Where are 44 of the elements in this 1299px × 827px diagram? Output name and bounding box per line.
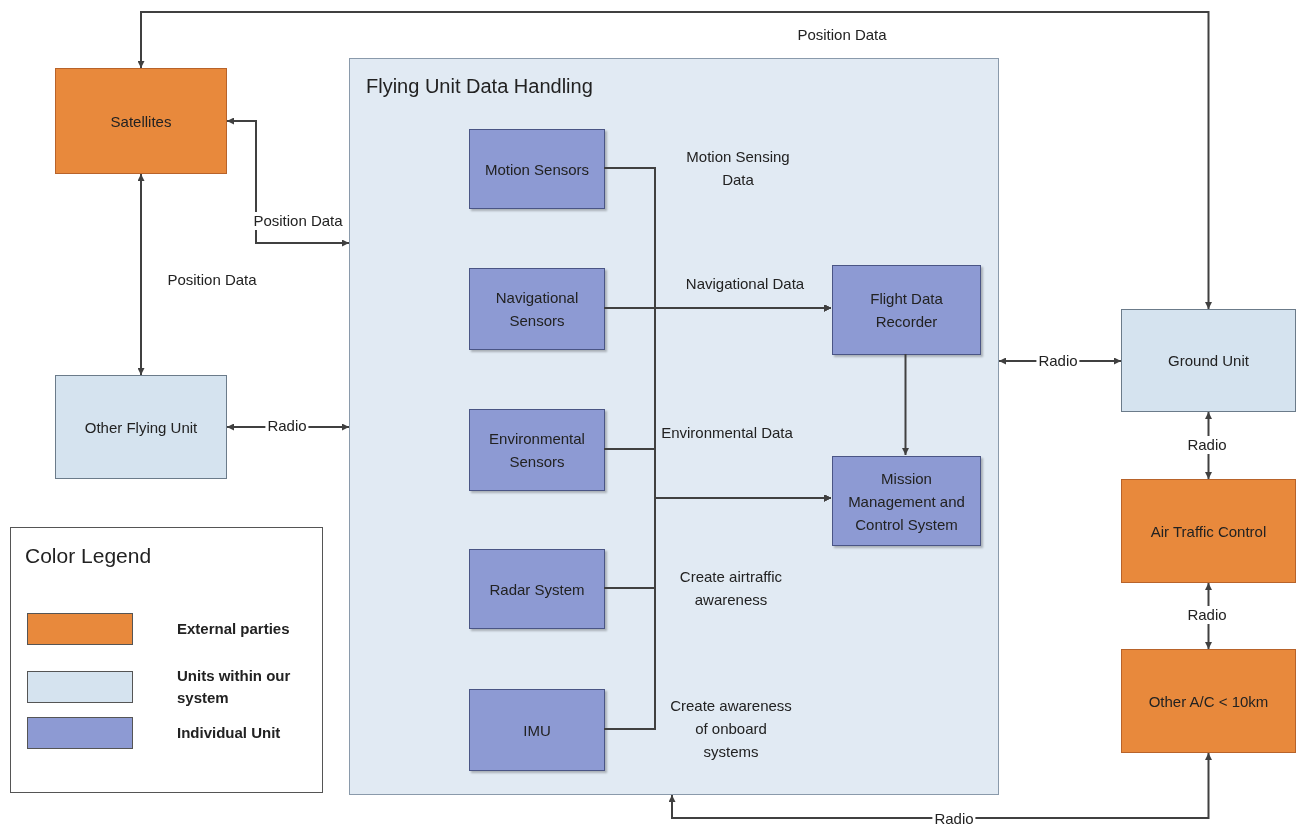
group-panel [349,58,999,795]
process-box [1121,649,1296,753]
connector-arrow [137,173,145,376]
legend-text: External parties [177,619,291,639]
legend-text: Individual Unit [177,723,282,743]
node-label: Motion Sensors [483,159,591,180]
connector-arrow [902,353,909,456]
edge-label: Radio [932,810,976,827]
flow-note: Motion Sensing Data [685,147,791,190]
node-label: Environmental Sensors [488,429,586,472]
node-label: Other A/C < 10km [1147,691,1270,712]
process-box [1121,309,1296,412]
legend-text: Units within our system [177,666,292,708]
node-label: Navigational Sensors [494,288,580,331]
node-label: Mission Management and Control System [847,468,966,535]
process-box [469,129,605,209]
node-label: Satellites [109,111,173,132]
node-label: Radar System [488,579,586,600]
process-box [832,265,981,355]
connector-arrow [137,11,1212,310]
process-box [469,549,605,629]
flow-note: Create awareness of onboard systems [669,695,793,762]
process-box [1121,479,1296,583]
process-box [469,409,605,491]
legend-title: Color Legend [25,543,152,569]
connector-arrow [668,752,1212,819]
flow-note: Environmental Data [660,422,794,443]
node-label: Flight Data Recorder [869,289,944,332]
edge-label: Position Data [251,212,345,230]
node-label: Other Flying Unit [83,417,199,438]
node-label: Air Traffic Control [1149,521,1268,542]
edge-label: Radio [1185,436,1229,454]
process-box [55,375,227,479]
panel-title: Flying Unit Data Handling [366,74,593,99]
process-box [469,689,605,771]
edge-label: Radio [1185,606,1229,624]
node-label: IMU [522,720,552,741]
flow-note: Create airtraffic awareness [678,567,784,610]
connector-arrow [226,117,350,247]
process-box [469,268,605,350]
process-box [832,456,981,546]
flow-note: Navigational Data [684,273,806,294]
process-box [55,68,227,174]
node-label: Ground Unit [1167,351,1250,371]
